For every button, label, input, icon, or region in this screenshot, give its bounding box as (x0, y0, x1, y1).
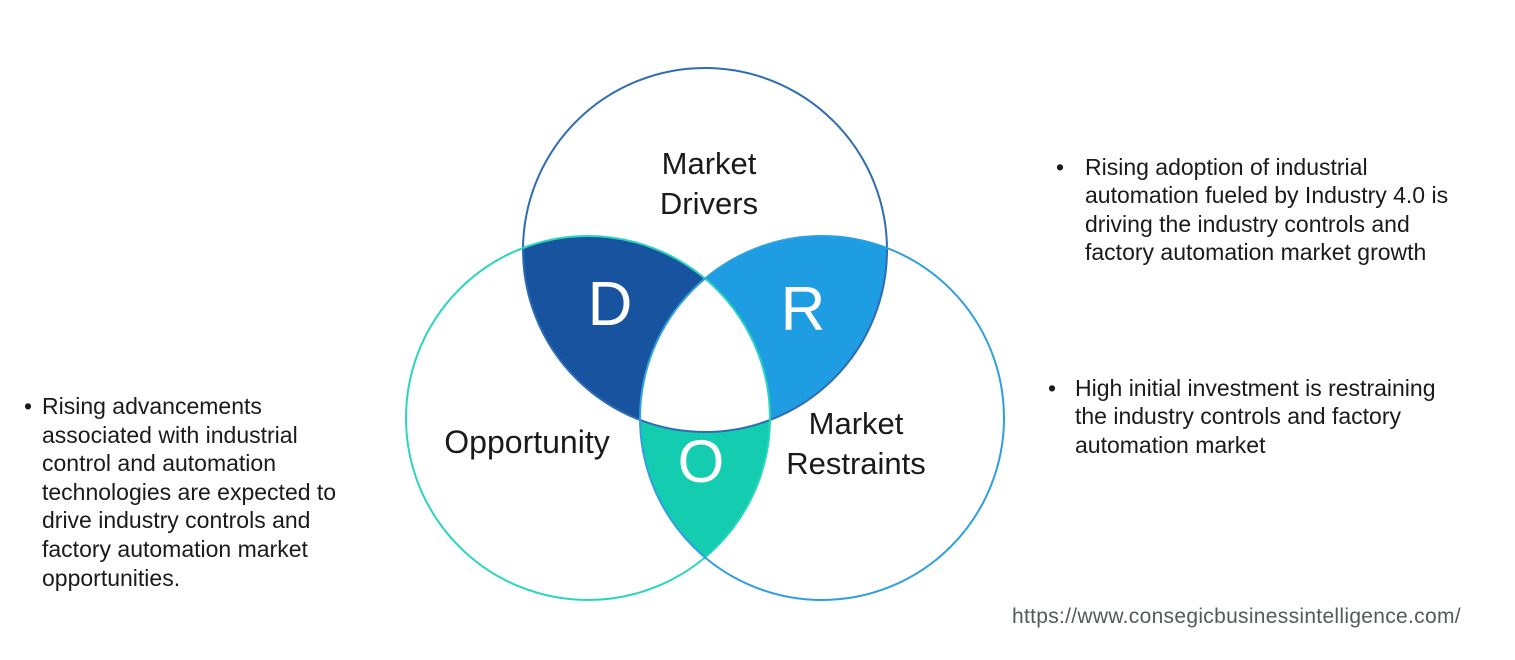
restraints-letter: R (781, 275, 826, 344)
drivers-annotation-text: Rising adoption of industrial automation… (1085, 154, 1449, 265)
opportunity-annotation: • Rising advancements associated with in… (24, 392, 336, 592)
drivers-circle-outline (522, 67, 888, 433)
center-triple-intersection (639, 278, 771, 433)
bullet-marker: • (1056, 154, 1065, 180)
market-drivers-label: Market Drivers (659, 146, 759, 221)
opportunity-letter: O (678, 428, 725, 495)
opportunity-label: Opportunity (444, 424, 610, 460)
restraints-annotation: • High initial investment is restraining… (1048, 374, 1436, 459)
source-url: https://www.consegicbusinessintelligence… (1012, 605, 1461, 628)
restraints-annotation-text: High initial investment is restraining t… (1075, 375, 1436, 458)
bullet-marker: • (1048, 375, 1057, 401)
drivers-letter: D (588, 270, 633, 339)
opportunity-annotation-text: Rising advancements associated with indu… (42, 393, 337, 591)
bullet-marker: • (24, 393, 33, 419)
restraints-circle-outline (639, 235, 1005, 601)
market-restraints-label: Market Restraints (786, 406, 926, 481)
drivers-annotation: • Rising adoption of industrial automati… (1056, 153, 1448, 266)
opportunity-circle-outline (405, 235, 771, 601)
